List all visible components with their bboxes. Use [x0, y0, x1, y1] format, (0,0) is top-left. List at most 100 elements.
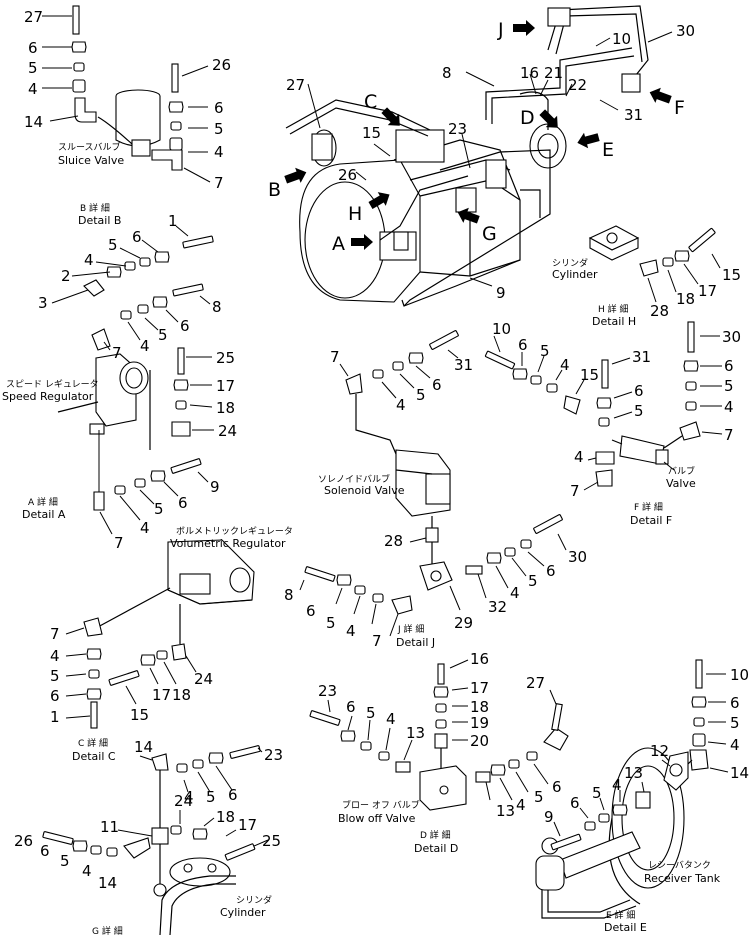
- callout: 7: [724, 426, 734, 444]
- part-tube: [170, 457, 202, 475]
- callout: 5: [634, 402, 644, 420]
- arrow-j: [513, 20, 535, 36]
- callout: 18: [216, 399, 235, 417]
- callout: 6: [28, 39, 38, 57]
- part-elbow: [83, 279, 105, 297]
- part-elbow: [151, 753, 169, 771]
- callout: 17: [470, 679, 489, 697]
- callout: 4: [574, 448, 584, 466]
- part-nut: [612, 804, 628, 816]
- part-tube: [428, 329, 460, 351]
- part-nut: [72, 840, 88, 852]
- callout: 7: [214, 174, 224, 192]
- callout: 1: [50, 708, 60, 726]
- view-arrow-label: C: [364, 91, 377, 113]
- part-adapter: [635, 791, 651, 809]
- detail-caption: Detail H: [592, 315, 636, 328]
- part-sleeve: [88, 669, 100, 679]
- callout: 26: [212, 56, 231, 74]
- part-sleeve: [526, 751, 538, 761]
- part-nut: [336, 574, 352, 586]
- callout: 4: [184, 788, 194, 806]
- cylinder-g: [169, 857, 231, 887]
- callout: 24: [194, 670, 213, 688]
- detail-g: 14 11 24 4 5 6 23 26 6 5 4 14 18 17 25 シ…: [14, 738, 283, 935]
- callout: 28: [384, 532, 403, 550]
- callout: 27: [526, 674, 545, 692]
- callout: 29: [454, 614, 473, 632]
- callout: 2: [61, 267, 71, 285]
- part-tube: [182, 235, 214, 249]
- part-elbow: [123, 837, 151, 859]
- callout: 18: [676, 290, 695, 308]
- part-nut: [71, 41, 87, 53]
- callout: 31: [454, 356, 473, 374]
- part-nut: [512, 368, 528, 380]
- detail-caption: Detail D: [414, 842, 458, 855]
- callout: 22: [568, 76, 587, 94]
- callout: 4: [612, 776, 622, 794]
- valve-b: [311, 133, 333, 161]
- callout: 6: [214, 99, 224, 117]
- main-assembly: 27 8 16 21 22 10 30 31 15 23 26 9 J C F …: [268, 5, 695, 307]
- callout: 6: [432, 376, 442, 394]
- view-arrow-label: E: [602, 139, 614, 161]
- callout: 9: [210, 478, 220, 496]
- valve-j: [547, 7, 571, 27]
- callout: 13: [496, 802, 515, 820]
- arrow-b: [282, 164, 310, 188]
- part-tube: [224, 843, 256, 861]
- part-tube: [601, 359, 609, 389]
- callout: 21: [544, 64, 563, 82]
- caption: Speed Regulator: [2, 390, 94, 403]
- callout: 11: [100, 818, 119, 836]
- part-adapter: [475, 771, 491, 783]
- callout: 14: [24, 113, 43, 131]
- callout: 14: [730, 764, 749, 782]
- part-adapter: [395, 761, 411, 773]
- callout: 4: [140, 519, 150, 537]
- callout: 14: [134, 738, 153, 756]
- callout: 5: [108, 236, 118, 254]
- callout: 26: [338, 166, 357, 184]
- callout: 5: [206, 788, 216, 806]
- detail-caption: Detail J: [396, 636, 435, 649]
- callout: 16: [520, 64, 539, 82]
- part-nut: [596, 397, 612, 409]
- part-nut: [152, 296, 168, 308]
- part-nut: [150, 470, 166, 482]
- detail-caption: C 詳 細: [78, 737, 108, 749]
- detail-caption: Detail E: [604, 921, 647, 934]
- caption: レシーバタンク: [648, 860, 711, 871]
- callout: 4: [724, 398, 734, 416]
- callout: 5: [592, 784, 602, 802]
- part-sleeve: [170, 121, 182, 131]
- view-arrow-label: F: [674, 97, 685, 119]
- callout: 5: [534, 788, 544, 806]
- part-sleeve: [90, 845, 102, 855]
- detail-caption: B 詳 細: [80, 202, 110, 214]
- part-tube: [229, 744, 261, 760]
- part-tube: [687, 321, 695, 353]
- callout: 5: [730, 714, 740, 732]
- valve-f: [621, 73, 641, 93]
- part-elbow: [543, 727, 569, 751]
- callout: 1: [168, 212, 178, 230]
- callout: 4: [560, 356, 570, 374]
- callout: 4: [50, 647, 60, 665]
- part-tee: [151, 827, 169, 845]
- callout: 7: [50, 625, 60, 643]
- detail-caption: G 詳 細: [92, 925, 123, 935]
- part-elbow: [595, 469, 613, 487]
- part-nut: [340, 730, 356, 742]
- callout: 15: [130, 706, 149, 724]
- callout: 17: [152, 686, 171, 704]
- callout: 4: [140, 337, 150, 355]
- callout: 30: [568, 548, 587, 566]
- part-union: [434, 733, 448, 749]
- callout: 6: [552, 778, 562, 796]
- engine-block: [299, 123, 567, 303]
- part-sleeve: [176, 763, 188, 773]
- part-nut: [86, 648, 102, 660]
- part-sleeve: [595, 451, 615, 465]
